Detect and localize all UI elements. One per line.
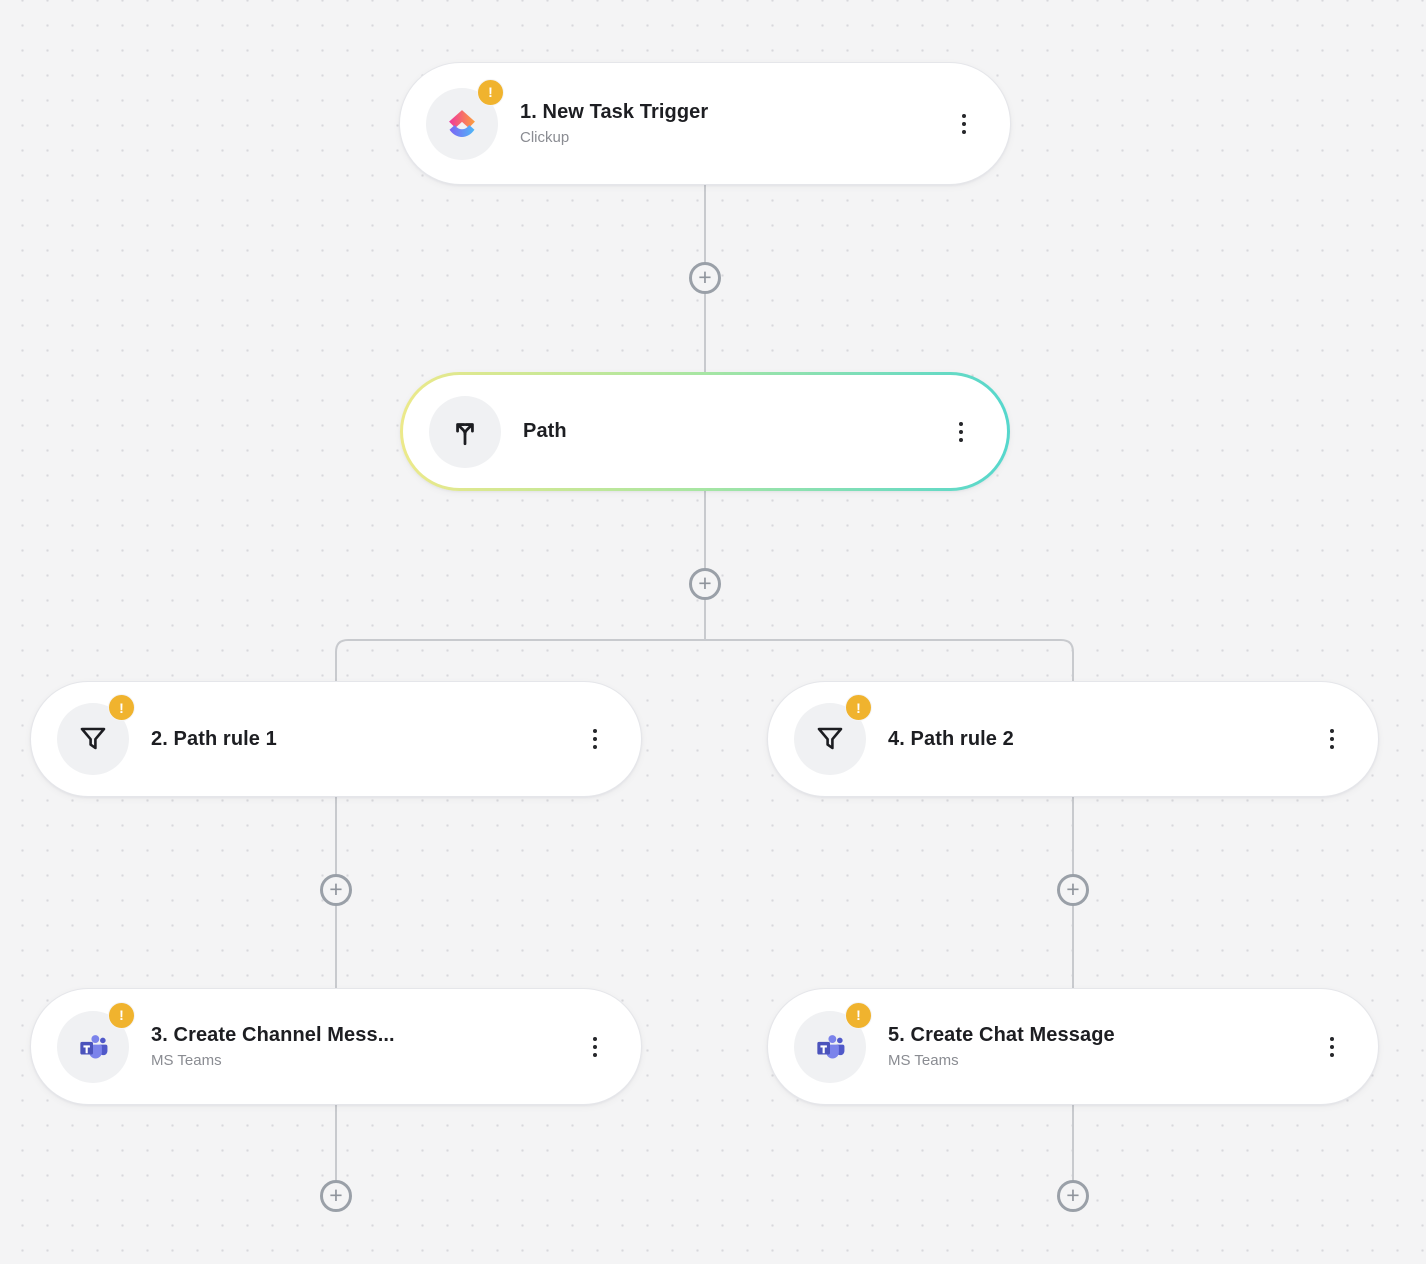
step-text: 3. Create Channel Mess... MS Teams [151, 1024, 395, 1069]
add-step-button[interactable]: + [1057, 1180, 1089, 1212]
step-menu-button[interactable] [1322, 726, 1342, 752]
add-step-button[interactable]: + [1057, 874, 1089, 906]
warning-badge: ! [845, 1001, 872, 1029]
plus-icon: + [698, 263, 712, 290]
plus-icon: + [1066, 1181, 1080, 1208]
add-step-button[interactable]: + [320, 874, 352, 906]
plus-icon: + [1066, 875, 1080, 902]
step-card-path[interactable]: Path [400, 372, 1010, 491]
step-icon-wrap: ! [426, 78, 504, 160]
step-menu-button[interactable] [1322, 1034, 1342, 1060]
step-card-create-channel-message[interactable]: ! 3. Create Channel Mess... MS Teams [30, 988, 642, 1105]
path-split-icon [429, 395, 501, 468]
plus-icon: + [329, 875, 343, 902]
add-step-button[interactable]: + [689, 568, 721, 600]
warning-badge: ! [845, 694, 872, 721]
step-app-name: MS Teams [151, 1052, 222, 1069]
step-card-create-chat-message[interactable]: ! 5. Create Chat Message MS Teams [767, 988, 1379, 1105]
plus-icon: + [698, 569, 712, 596]
add-step-button[interactable]: + [689, 262, 721, 294]
step-title: 1. New Task Trigger [520, 101, 709, 123]
warning-badge: ! [477, 78, 504, 106]
step-menu-button[interactable] [585, 1034, 605, 1060]
step-icon-wrap: ! [794, 694, 872, 775]
step-menu-button[interactable] [954, 111, 974, 137]
step-title: Path [523, 420, 567, 442]
step-menu-button[interactable] [585, 726, 605, 752]
step-card-new-task-trigger[interactable]: ! 1. New Task Trigger Clickup [399, 62, 1011, 185]
warning-badge: ! [108, 694, 135, 721]
step-card-path-rule-2[interactable]: ! 4. Path rule 2 [767, 681, 1379, 797]
step-app-name: MS Teams [888, 1052, 959, 1069]
step-text: 2. Path rule 1 [151, 728, 277, 751]
ms-teams-icon [794, 1010, 866, 1083]
step-icon-wrap: ! [57, 694, 135, 775]
step-text: 4. Path rule 2 [888, 728, 1014, 751]
step-text: Path [523, 420, 567, 443]
step-text: 5. Create Chat Message MS Teams [888, 1024, 1115, 1069]
step-title: 5. Create Chat Message [888, 1024, 1115, 1046]
step-text: 1. New Task Trigger Clickup [520, 101, 708, 146]
step-icon-wrap [429, 395, 501, 468]
step-menu-button[interactable] [951, 419, 971, 445]
step-icon-wrap: ! [794, 1001, 872, 1083]
step-app-name: Clickup [520, 129, 570, 146]
step-title: 4. Path rule 2 [888, 727, 1014, 750]
add-step-button[interactable]: + [320, 1180, 352, 1212]
step-title: 3. Create Channel Mess... [151, 1024, 395, 1046]
step-icon-wrap: ! [57, 1001, 135, 1083]
plus-icon: + [329, 1181, 343, 1208]
step-title: 2. Path rule 1 [151, 727, 277, 750]
step-card-path-rule-1[interactable]: ! 2. Path rule 1 [30, 681, 642, 797]
warning-badge: ! [108, 1001, 135, 1029]
